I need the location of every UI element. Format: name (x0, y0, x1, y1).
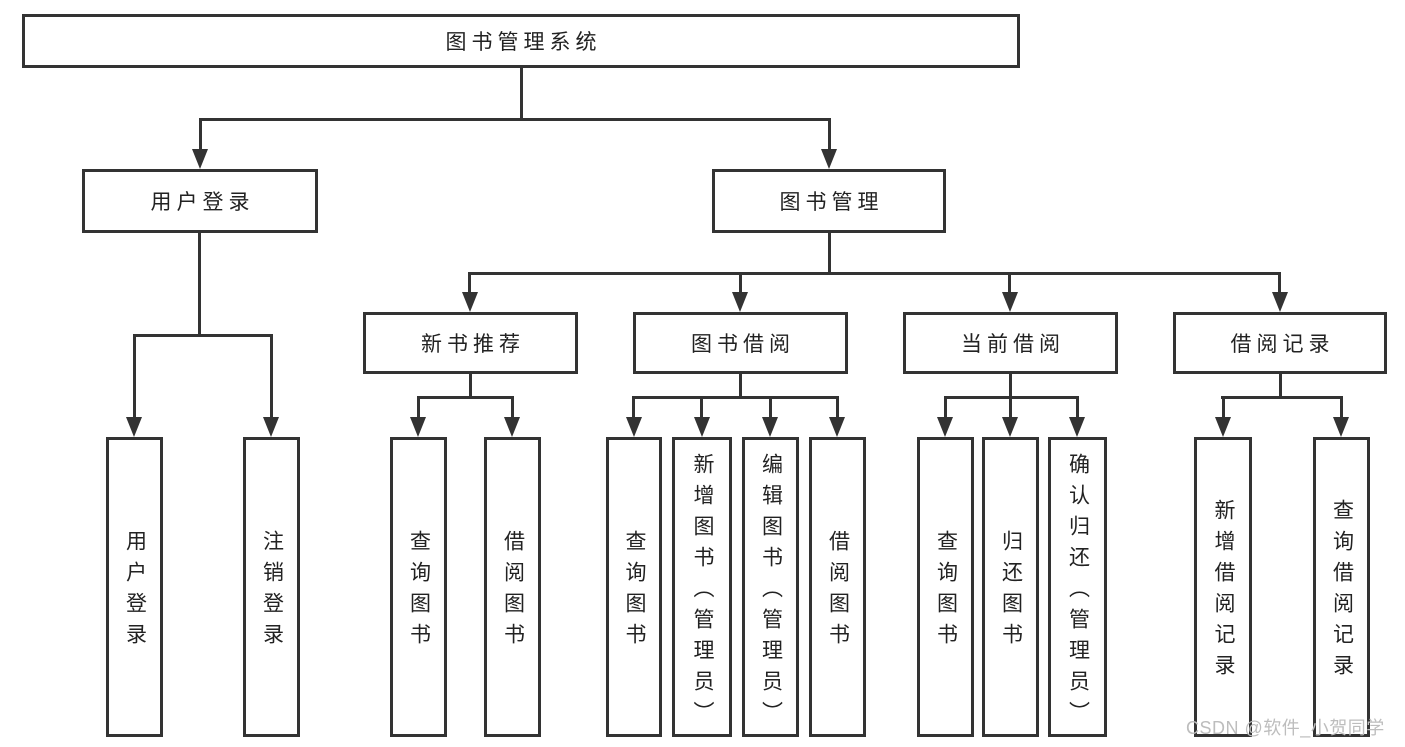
node-query-books-current: 查询图书 (917, 437, 974, 737)
node-label: 用户登录 (150, 191, 255, 214)
connector-line (133, 334, 273, 337)
connector-line (632, 396, 635, 419)
connector-line (133, 334, 136, 419)
node-edit-book-admin: 编辑图书（管理员） (742, 437, 799, 737)
node-book-management: 图书管理 (712, 169, 946, 233)
connector-line (199, 118, 831, 121)
connector-line (739, 374, 742, 398)
node-label: 查询图书 (934, 530, 958, 654)
node-label: 新增图书（管理员） (691, 452, 714, 732)
connector-arrowhead (937, 417, 953, 437)
node-return-book: 归还图书 (982, 437, 1039, 737)
connector-line (417, 396, 514, 399)
connector-line (1279, 374, 1282, 398)
connector-line (468, 272, 1281, 275)
node-label: 借阅记录 (1230, 333, 1335, 356)
node-query-books-borrow: 查询图书 (606, 437, 662, 737)
node-add-book-admin: 新增图书（管理员） (672, 437, 732, 737)
node-current-borrowing: 当前借阅 (903, 312, 1118, 374)
node-label: 图书管理 (779, 191, 884, 214)
connector-arrowhead (462, 292, 478, 312)
node-borrow-books: 借阅图书 (809, 437, 866, 737)
connector-line (520, 68, 523, 118)
connector-arrowhead (192, 149, 208, 169)
connector-arrowhead (821, 149, 837, 169)
connector-line (469, 374, 472, 398)
node-query-books-recommend: 查询图书 (390, 437, 447, 737)
node-label: 新书推荐 (421, 333, 525, 356)
node-label: 当前借阅 (961, 333, 1065, 356)
connector-line (632, 396, 839, 399)
connector-line (828, 233, 831, 274)
connector-arrowhead (694, 417, 710, 437)
node-borrow-books-recommend: 借阅图书 (484, 437, 541, 737)
connector-arrowhead (626, 417, 642, 437)
connector-line (1222, 396, 1225, 419)
node-label: 借阅图书 (501, 530, 525, 654)
connector-line (417, 396, 420, 419)
node-label: 注销登录 (260, 530, 284, 654)
connector-line (836, 396, 839, 419)
connector-arrowhead (126, 417, 142, 437)
connector-arrowhead (410, 417, 426, 437)
connector-arrowhead (1069, 417, 1085, 437)
connector-arrowhead (829, 417, 845, 437)
node-add-borrow-record: 新增借阅记录 (1194, 437, 1252, 737)
node-label: 用户登录 (123, 530, 147, 654)
connector-arrowhead (504, 417, 520, 437)
connector-arrowhead (1215, 417, 1231, 437)
connector-line (700, 396, 703, 419)
node-user-login-group: 用户登录 (82, 169, 318, 233)
node-label: 新增借阅记录 (1212, 499, 1235, 685)
connector-line (1009, 396, 1012, 419)
connector-line (828, 118, 831, 151)
connector-line (739, 272, 742, 294)
node-library-management-system: 图书管理系统 (22, 14, 1020, 68)
node-label: 确认归还（管理员） (1066, 452, 1090, 732)
node-book-borrowing: 图书借阅 (633, 312, 848, 374)
connector-line (944, 396, 947, 419)
connector-line (199, 118, 202, 151)
connector-line (1221, 396, 1342, 399)
node-label: 查询借阅记录 (1330, 499, 1354, 685)
connector-line (511, 396, 514, 419)
connector-arrowhead (732, 292, 748, 312)
node-logout: 注销登录 (243, 437, 300, 737)
connector-line (198, 233, 201, 334)
connector-line (1009, 374, 1012, 398)
connector-line (769, 396, 772, 419)
connector-arrowhead (762, 417, 778, 437)
node-query-borrow-record: 查询借阅记录 (1313, 437, 1370, 737)
connector-line (468, 272, 471, 294)
connector-line (1340, 396, 1343, 419)
node-label: 查询图书 (623, 530, 646, 654)
node-label: 编辑图书（管理员） (759, 452, 783, 732)
connector-arrowhead (1333, 417, 1349, 437)
connector-line (1278, 272, 1281, 294)
connector-line (270, 334, 273, 419)
node-label: 图书管理系统 (445, 31, 602, 54)
node-user-login: 用户登录 (106, 437, 163, 737)
node-borrowing-records: 借阅记录 (1173, 312, 1387, 374)
node-confirm-return-admin: 确认归还（管理员） (1048, 437, 1107, 737)
connector-arrowhead (1272, 292, 1288, 312)
watermark-text: CSDN @软件_小贺同学 (1186, 718, 1385, 738)
connector-arrowhead (1002, 292, 1018, 312)
connector-line (1076, 396, 1079, 419)
node-new-book-recommendation: 新书推荐 (363, 312, 578, 374)
connector-arrowhead (1002, 417, 1018, 437)
connector-line (944, 396, 1079, 399)
connector-arrowhead (263, 417, 279, 437)
connector-line (1008, 272, 1011, 294)
node-label: 查询图书 (407, 530, 431, 654)
node-label: 借阅图书 (826, 530, 850, 654)
node-label: 归还图书 (999, 530, 1023, 654)
node-label: 图书借阅 (691, 333, 795, 356)
